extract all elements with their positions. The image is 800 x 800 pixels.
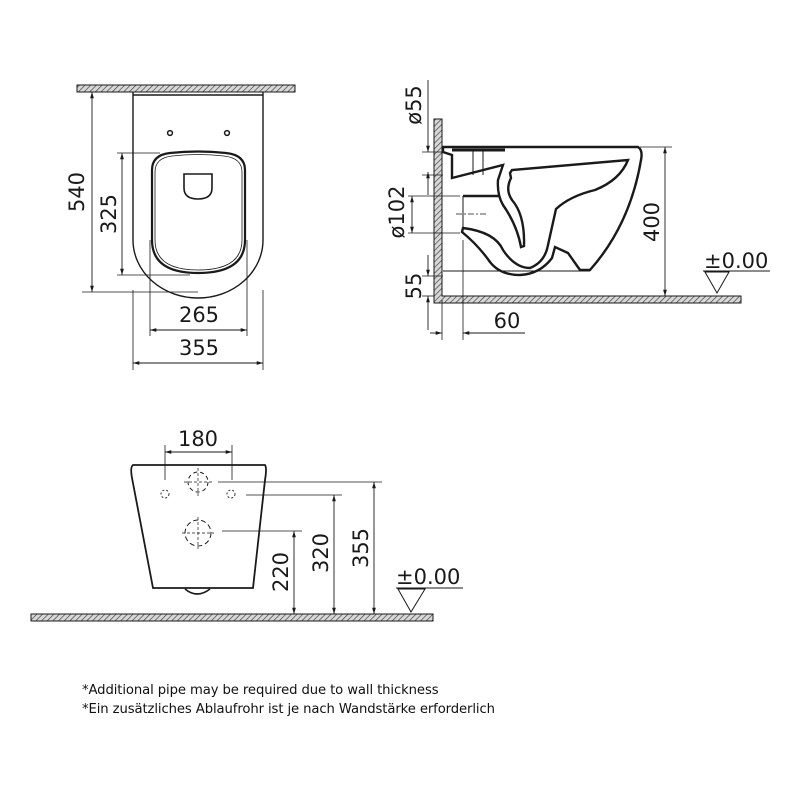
top-view	[76, 84, 296, 370]
dim-seat-width: 265	[179, 303, 219, 327]
bowl-outline	[132, 92, 264, 299]
bolt-hole-left	[166, 129, 174, 137]
wall-hatch	[76, 84, 296, 93]
floor-level-rear: ±0.00	[396, 565, 460, 589]
bowl-section	[441, 145, 643, 277]
floor-hatch	[30, 613, 434, 622]
rear-outline	[130, 464, 267, 589]
dim-inlet-height: 355	[349, 528, 373, 568]
dim-height: 400	[640, 202, 664, 242]
seat-outline	[150, 150, 247, 275]
dim-outlet-height: 220	[269, 552, 293, 592]
dim-bolt-height: 320	[309, 533, 333, 573]
dim-overall-depth: 540	[65, 172, 89, 212]
seat-inner	[154, 154, 243, 271]
dim-inlet-diameter: ø55	[402, 85, 426, 125]
note-english: *Additional pipe may be required due to …	[82, 683, 439, 698]
side-view	[408, 80, 770, 340]
dim-overall-width: 355	[179, 336, 219, 360]
bolt-hole-right	[223, 129, 231, 137]
dim-seat-depth: 325	[97, 194, 121, 234]
rear-view	[30, 445, 463, 622]
dim-bolt-spacing: 180	[178, 427, 218, 451]
floor-level-side: ±0.00	[704, 249, 768, 273]
note-german: *Ein zusätzliches Ablaufrohr ist je nach…	[82, 702, 495, 717]
wall-and-floor-hatch	[433, 118, 742, 304]
flush-mark	[183, 173, 213, 200]
dim-outlet-diameter: ø102	[385, 186, 409, 239]
dim-outlet-height-offset: 55	[402, 273, 426, 300]
dim-outlet-projection: 60	[494, 309, 521, 333]
